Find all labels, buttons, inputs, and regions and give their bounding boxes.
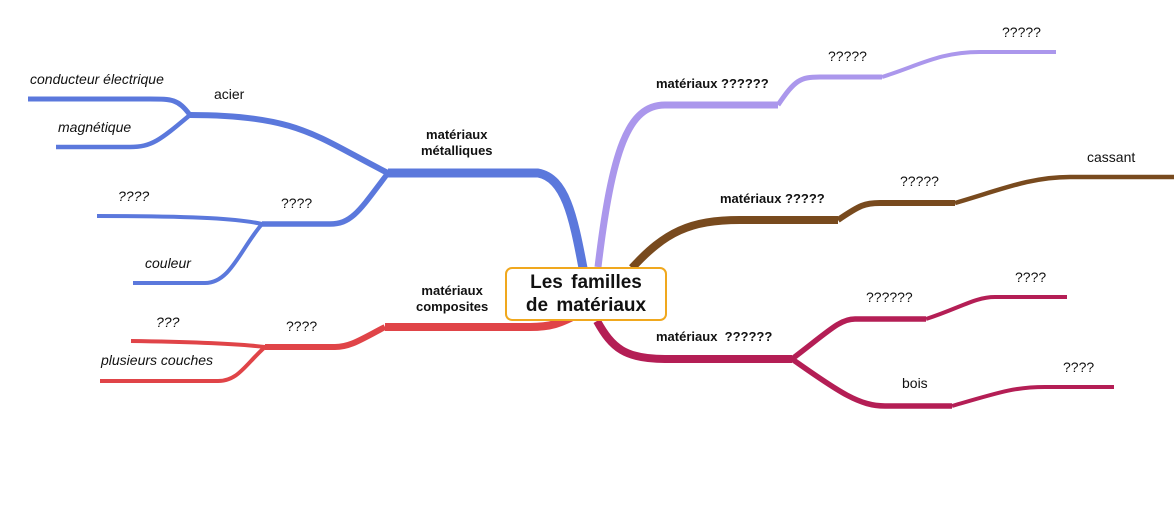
mid-right-label: matériaux ?????: [720, 191, 825, 206]
metalliques-label-line2: métalliques: [421, 143, 493, 158]
bottom-right-grandchild-a-label: ????: [1015, 269, 1047, 285]
magnetique-label: magnétique: [58, 119, 132, 135]
composites-label-line1: matériaux: [421, 283, 483, 298]
plusieurs-couches-label: plusieurs couches: [101, 352, 214, 368]
q4-composite-label: ????: [286, 318, 318, 334]
bottom-right-grandchild-a-line: [925, 295, 1067, 321]
mid-right-trunk-line: [629, 216, 838, 271]
conducteur-line: [28, 96, 192, 117]
top-right-grandchild-line: [881, 50, 1056, 79]
bottom-right-grandchild-b-label: ????: [1063, 359, 1095, 375]
top-right-child-label: ?????: [828, 48, 867, 64]
bottom-right-child-b-line: [790, 356, 952, 409]
bottom-right-trunk-line: [593, 319, 792, 363]
top-right-trunk-line: [594, 101, 778, 268]
bottom-right-label: matériaux ??????: [656, 329, 773, 344]
bottom-right-child-a-label: ??????: [866, 289, 913, 305]
q4-metal-child-label: ????: [118, 188, 150, 204]
center-title-line1: Les familles: [530, 272, 642, 293]
center-title-line2: de matériaux: [525, 295, 647, 316]
top-right-child-line: [775, 74, 882, 107]
top-right-label: matériaux ??????: [656, 76, 769, 91]
q3-label: ???: [156, 314, 180, 330]
center-title: Les familles de matériaux: [526, 271, 646, 317]
mid-right-child-line: [836, 200, 955, 223]
bottom-right-child-a-line: [790, 316, 926, 362]
composites-label: matériaux composites: [416, 283, 488, 315]
q4-metal-branch-line: [262, 171, 391, 227]
metalliques-trunk-line: [388, 168, 588, 269]
acier-label: acier: [214, 86, 245, 102]
plusieurs-couches-line: [100, 345, 267, 383]
q4-metal-label: ????: [281, 195, 313, 211]
q4-metal-child-line: [96, 214, 263, 226]
magnetique-line: [56, 113, 192, 150]
conducteur-label: conducteur électrique: [30, 71, 164, 87]
q3-line: [130, 339, 266, 349]
bottom-right-grandchild-b-line: [951, 385, 1114, 408]
bois-label: bois: [902, 375, 928, 391]
q4-composite-branch-line: [265, 324, 387, 350]
mid-right-child-label: ?????: [900, 173, 939, 189]
metalliques-label-line1: matériaux: [426, 127, 488, 142]
mid-right-grandchild-label: cassant: [1087, 149, 1136, 165]
center-node: Les familles de matériaux: [505, 267, 667, 321]
acier-branch-line: [189, 112, 390, 176]
couleur-line: [133, 222, 264, 285]
mid-right-grandchild-line: [954, 174, 1174, 206]
metalliques-label: matériaux métalliques: [421, 127, 493, 159]
composites-label-line2: composites: [416, 299, 489, 314]
top-right-grandchild-label: ?????: [1002, 24, 1041, 40]
couleur-label: couleur: [145, 255, 191, 271]
